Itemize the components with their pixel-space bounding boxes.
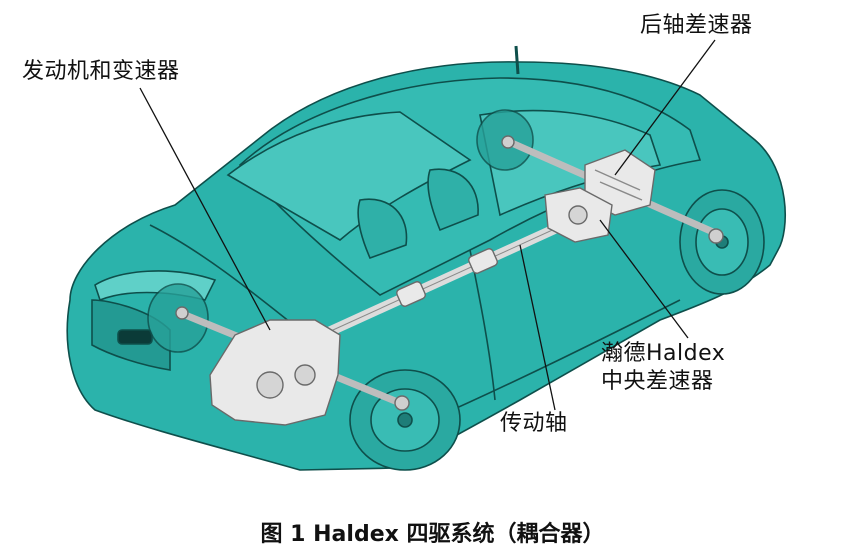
seat (427, 168, 479, 232)
hub (708, 228, 724, 244)
leader-rear-diff (614, 39, 716, 176)
drivetrain (175, 135, 724, 426)
wheels (147, 109, 765, 471)
label-drive-shaft: 传动轴 (500, 411, 568, 436)
wheel-rear-right (679, 189, 765, 295)
label-haldex-line1: 瀚德Haldex (601, 341, 726, 366)
shaft-joint (396, 281, 426, 307)
leader-haldex (599, 219, 689, 339)
label-haldex-center-differential: 瀚德Haldex 中央差速器 (601, 340, 725, 395)
hub (501, 135, 515, 149)
antenna (514, 45, 520, 75)
hub (175, 306, 189, 320)
label-rear-differential: 后轴差速器 (640, 13, 753, 38)
label-haldex-line2: 中央差速器 (601, 368, 714, 394)
figure-caption: 图 1 Haldex 四驱系统（耦合器） (260, 522, 605, 547)
leader-drive-shaft (519, 244, 556, 411)
sill-line (429, 299, 681, 421)
leader-lines (139, 39, 716, 411)
wheel-front-right (349, 369, 461, 471)
fog-light (117, 329, 153, 345)
hood-line (149, 224, 301, 331)
label-engine-transmission: 发动机和变速器 (22, 59, 180, 84)
hub (394, 395, 410, 411)
shaft-joint (468, 248, 498, 274)
seat (357, 198, 408, 260)
leader-engine (139, 87, 271, 331)
